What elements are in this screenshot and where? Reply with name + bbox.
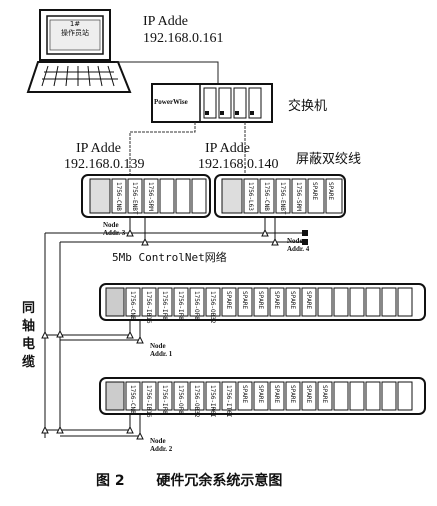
io-rack-2-module-12: SPARE <box>321 385 328 403</box>
io-rack-2-module-labels: 1756-CNB 1756-IB16 1756-IF8 1756-OF8 1756-OB… <box>129 385 328 418</box>
controller-right-module-2: 1756-ENBT <box>279 182 286 215</box>
io-rack-1-module-1: 1756-IB16 <box>145 291 152 324</box>
controlnet-taps <box>44 217 305 438</box>
coax-char-0: 同 <box>22 301 36 316</box>
ethernet-line-switch <box>129 122 246 175</box>
controller-right-module-labels: 1756-L63 1756-CNB 1756-ENBT 1756-SRM SPARE SP… <box>247 182 334 215</box>
io-rack-2-module-4: 1756-OB32 <box>193 385 200 418</box>
controller-right-ip-label: IP Adde <box>205 141 250 156</box>
controller-left-node-text: Node <box>103 221 119 229</box>
io-rack-1-module-0: 1756-CNB <box>129 291 136 320</box>
io-rack-2-module-3: 1756-OF8 <box>177 385 184 414</box>
io-rack-1-module-9: SPARE <box>273 291 280 309</box>
io-rack-2-module-8: SPARE <box>257 385 264 403</box>
controller-left-node-label: Node Addr. 3 <box>103 221 125 237</box>
controller-right-module-5: SPARE <box>327 182 334 200</box>
io-rack-1 <box>99 283 426 321</box>
controller-left-node-addr: Addr. 3 <box>103 229 126 237</box>
io-rack-1-module-2: 1756-IF8 <box>161 291 168 320</box>
io-rack-1-module-4: 1756-OF8 <box>193 291 200 320</box>
controller-left-module-0: 1756-CNB <box>115 182 122 211</box>
controller-right-module-1: 1756-CNB <box>263 182 270 211</box>
ethernet-line-pc <box>115 61 219 90</box>
io-rack-2-module-0: 1756-CNB <box>129 385 136 414</box>
pc-ip-label: IP Adde <box>143 14 188 29</box>
switch-icon <box>151 83 273 123</box>
controller-rack-left <box>81 174 211 218</box>
io-rack-1-module-5: 1756-OB32 <box>209 291 216 324</box>
controller-rack-right <box>214 174 346 218</box>
controller-right-module-4: SPARE <box>311 182 318 200</box>
network-label: 5Mb ControlNet网络 <box>112 251 227 264</box>
terminators <box>302 230 308 245</box>
switch-brand: PowerWise <box>154 98 188 106</box>
io-rack-1-node-text: Node <box>150 342 166 350</box>
controller-left-ip-value: 192.168.0.139 <box>64 157 145 172</box>
io-rack-1-node-addr: Addr. 1 <box>150 350 173 358</box>
coax-label: 同 轴 电 缆 <box>22 300 38 372</box>
controller-right-ip-value: 192.168.0.140 <box>198 157 279 172</box>
io-rack-1-module-7: SPARE <box>241 291 248 309</box>
io-rack-2-node-label: Node Addr. 2 <box>150 437 172 453</box>
io-rack-1-node-label: Node Addr. 1 <box>150 342 172 358</box>
shielded-cable-label: 屏蔽双绞线 <box>296 152 362 167</box>
io-rack-2-module-5: 1756-IR6I <box>209 385 216 418</box>
tap-markers <box>41 228 279 440</box>
controller-left-module-labels: 1756-CNB 1756-ENBT 1756-SRM <box>115 182 154 215</box>
controller-left-module-1: 1756-ENBT <box>131 182 138 215</box>
io-rack-1-module-11: SPARE <box>305 291 312 309</box>
io-rack-2-module-2: 1756-IF8 <box>161 385 168 414</box>
figure-caption: 图 2 硬件冗余系统示意图 <box>96 470 282 490</box>
io-rack-1-module-10: SPARE <box>289 291 296 309</box>
pc-screen-line2: 操作员站 <box>61 29 89 37</box>
coax-char-3: 缆 <box>22 355 36 370</box>
io-rack-2-module-7: SPARE <box>241 385 248 403</box>
laptop-icon <box>26 9 132 93</box>
io-rack-2-node-addr: Addr. 2 <box>150 445 173 453</box>
controller-right-module-0: 1756-L63 <box>247 182 254 211</box>
io-rack-2-module-9: SPARE <box>273 385 280 403</box>
io-rack-2-module-1: 1756-IB16 <box>145 385 152 418</box>
pc-ip-value: 192.168.0.161 <box>143 31 224 46</box>
pc-screen-text: 1# 操作员站 <box>50 20 100 38</box>
controller-right-module-3: 1756-SRM <box>295 182 302 211</box>
figure-title: 硬件冗余系统示意图 <box>156 473 283 489</box>
controller-right-node-text: Node <box>287 237 303 245</box>
io-rack-2-module-6: 1756-IT6I <box>225 385 232 418</box>
controller-left-module-2: 1756-SRM <box>147 182 154 211</box>
figure-number: 图 2 <box>96 473 125 489</box>
io-rack-2 <box>99 377 426 415</box>
switch-label: 交换机 <box>288 99 328 114</box>
io-rack-2-module-11: SPARE <box>305 385 312 403</box>
pc-screen-line1: 1# <box>69 20 81 28</box>
io-rack-1-module-8: SPARE <box>257 291 264 309</box>
controller-left-ip-label: IP Adde <box>76 141 121 156</box>
io-rack-1-module-labels: 1756-CNB 1756-IB16 1756-IF8 1756-IF8 1756-OF… <box>129 291 312 324</box>
coax-char-1: 轴 <box>22 319 36 334</box>
coax-char-2: 电 <box>22 337 36 352</box>
io-rack-2-module-10: SPARE <box>289 385 296 403</box>
io-rack-1-module-3: 1756-IF8 <box>177 291 184 320</box>
controller-right-node-addr: Addr. 4 <box>287 245 310 253</box>
io-rack-2-node-text: Node <box>150 437 166 445</box>
io-rack-1-module-6: SPARE <box>225 291 232 309</box>
controller-right-node-label: Node Addr. 4 <box>287 237 309 253</box>
